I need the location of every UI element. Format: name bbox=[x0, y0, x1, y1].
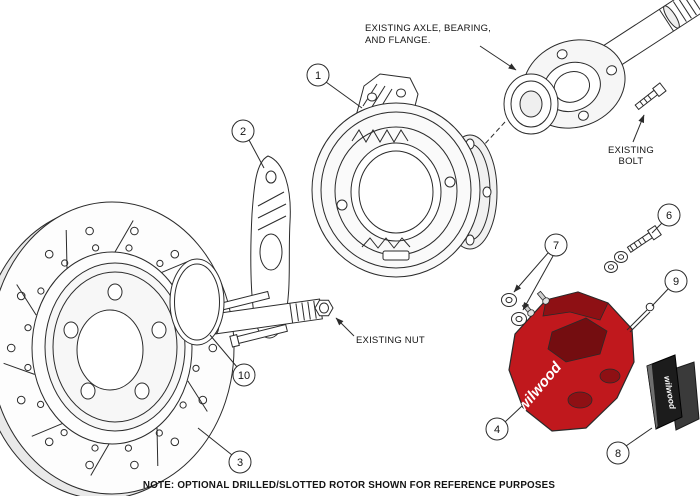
caliper-top-face bbox=[542, 291, 609, 321]
label-existing-bolt: EXISTING BOLT bbox=[608, 114, 654, 167]
caliper-bridge-window bbox=[547, 317, 608, 363]
callout-10-number: 10 bbox=[238, 370, 250, 382]
axle-o-ring bbox=[169, 258, 225, 346]
shoe-adjuster bbox=[382, 250, 410, 261]
callout-10: 10 bbox=[209, 334, 256, 387]
washers bbox=[501, 293, 527, 326]
callout-2-number: 2 bbox=[240, 126, 246, 138]
callout-9-number: 9 bbox=[673, 276, 679, 288]
return-spring-upper bbox=[351, 129, 409, 143]
backing-plate-assembly bbox=[311, 73, 498, 278]
callout-4-number: 4 bbox=[494, 424, 500, 436]
callout-4: 4 bbox=[485, 405, 523, 441]
existing-axle-label-line2: AND FLANGE. bbox=[365, 35, 431, 46]
callout-3: 3 bbox=[197, 427, 252, 474]
rotor bbox=[0, 201, 235, 496]
callout-2: 2 bbox=[231, 119, 265, 169]
callout-8: 8 bbox=[606, 427, 653, 465]
reference-note: NOTE: OPTIONAL DRILLED/SLOTTED ROTOR SHO… bbox=[143, 480, 555, 491]
callout-3-number: 3 bbox=[237, 457, 243, 469]
callout-1-number: 1 bbox=[315, 70, 321, 82]
callout-7-number: 7 bbox=[553, 240, 559, 252]
brake-pads: wilwood bbox=[646, 354, 700, 431]
return-spring-lower bbox=[361, 237, 411, 249]
callout-7: 7 bbox=[513, 233, 568, 311]
callout-9: 9 bbox=[651, 269, 688, 307]
label-existing-nut: EXISTING NUT bbox=[335, 317, 425, 346]
callout-8-number: 8 bbox=[615, 448, 621, 460]
callout-6: 6 bbox=[651, 203, 681, 234]
existing-bolt-label-line2: BOLT bbox=[619, 156, 644, 167]
callout-6-number: 6 bbox=[666, 210, 672, 222]
rotor-center-bore bbox=[76, 309, 144, 391]
existing-bolt-part bbox=[634, 82, 667, 111]
bracket-hatching bbox=[257, 191, 287, 231]
axle-bearing bbox=[503, 73, 559, 135]
caliper: wilwood bbox=[508, 290, 635, 432]
existing-nut-label: EXISTING NUT bbox=[356, 335, 425, 346]
existing-nut-part bbox=[314, 299, 334, 317]
bleed-screw bbox=[536, 290, 550, 305]
mount-bolt bbox=[604, 224, 662, 273]
existing-bolt-label-line1: EXISTING bbox=[608, 145, 654, 156]
callout-1: 1 bbox=[306, 63, 363, 109]
label-existing-axle: EXISTING AXLE, BEARING, AND FLANGE. bbox=[365, 23, 517, 71]
cotter-pin bbox=[626, 302, 655, 333]
existing-axle-label-line1: EXISTING AXLE, BEARING, bbox=[365, 23, 491, 34]
